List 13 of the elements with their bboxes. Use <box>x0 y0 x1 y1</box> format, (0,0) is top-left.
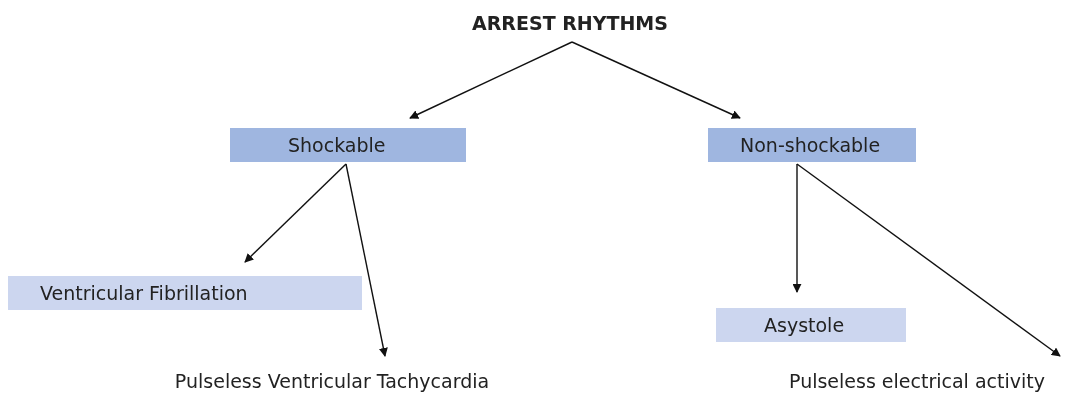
rhythm-box: Non-shockable <box>708 128 916 162</box>
arrow <box>796 163 1061 357</box>
arrow <box>244 163 347 263</box>
title-text: ARREST RHYTHMS <box>452 6 688 40</box>
rhythm-box: Ventricular Fibrillation <box>8 276 362 310</box>
rhythm-label: Pulseless Ventricular Tachycardia <box>132 366 532 396</box>
arrow <box>345 163 388 357</box>
rhythm-box: Asystole <box>716 308 906 342</box>
arrow <box>571 41 741 119</box>
arrow <box>409 41 573 119</box>
rhythm-box: Shockable <box>230 128 466 162</box>
rhythm-label: Pulseless electrical activity <box>756 366 1078 396</box>
arrow <box>792 163 802 293</box>
